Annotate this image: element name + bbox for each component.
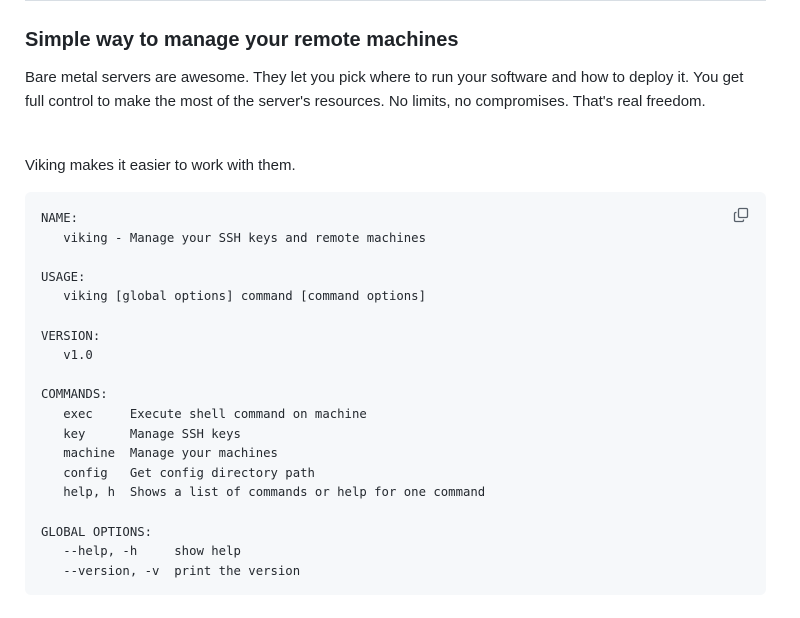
code-line: machine Manage your machines (41, 446, 278, 461)
section-divider (25, 0, 766, 1)
code-block: NAME: viking - Manage your SSH keys and … (25, 192, 766, 595)
code-line (41, 248, 485, 268)
code-line: key Manage SSH keys (41, 426, 241, 441)
copy-button[interactable] (730, 204, 752, 226)
code-line (41, 366, 485, 386)
code-line: --help, -h show help (41, 544, 241, 559)
cli-help-output: NAME: viking - Manage your SSH keys and … (41, 209, 485, 581)
code-line: GLOBAL OPTIONS: (41, 524, 153, 539)
code-line (41, 307, 485, 327)
code-line: exec Execute shell command on machine (41, 406, 367, 421)
section-heading: Simple way to manage your remote machine… (25, 29, 459, 51)
intro-paragraph: Bare metal servers are awesome. They let… (25, 69, 744, 110)
code-line: help, h Shows a list of commands or help… (41, 485, 486, 500)
code-line: config Get config directory path (41, 465, 315, 480)
code-line: COMMANDS: (41, 387, 108, 402)
code-line (41, 503, 485, 523)
summary-paragraph: Viking makes it easier to work with them… (25, 157, 296, 174)
code-line: viking - Manage your SSH keys and remote… (41, 230, 426, 245)
code-line: viking [global options] command [command… (41, 289, 426, 304)
code-line: --version, -v print the version (41, 563, 301, 578)
code-line: VERSION: (41, 328, 101, 343)
copy-icon (733, 207, 749, 223)
code-line: v1.0 (41, 348, 93, 363)
code-line: USAGE: (41, 269, 86, 284)
code-line: NAME: (41, 211, 79, 225)
